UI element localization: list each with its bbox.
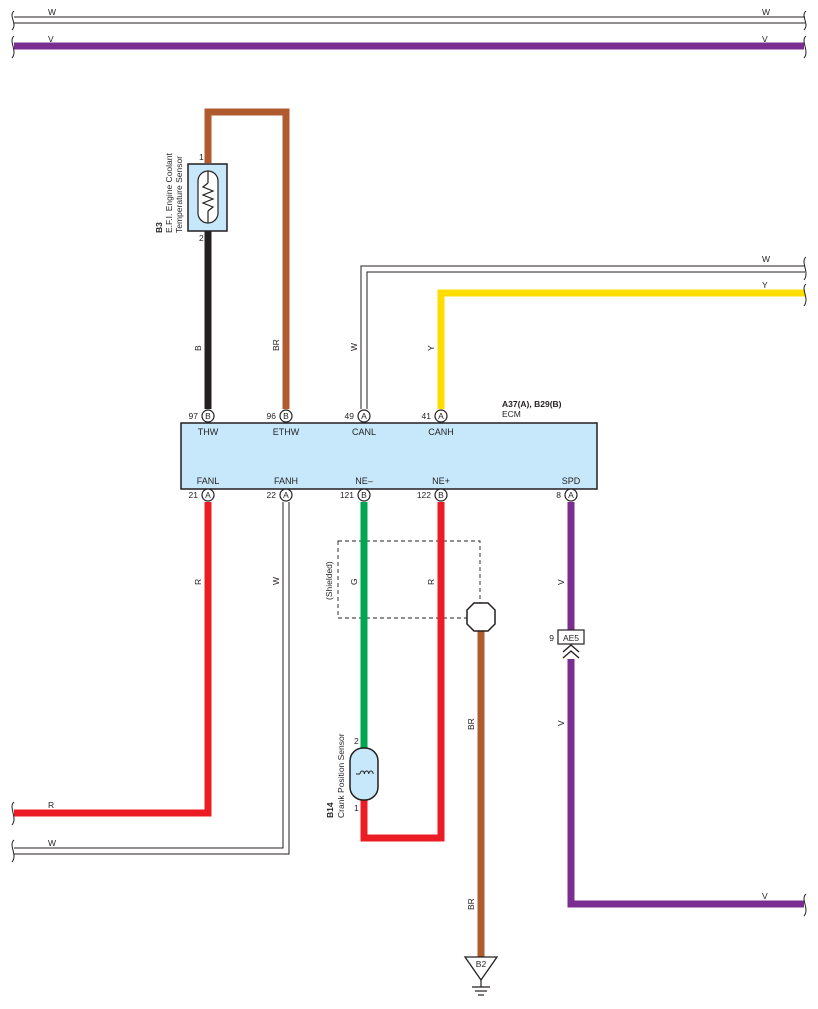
coil-symbol: [359, 770, 374, 775]
ground-b2-label: B2: [476, 959, 487, 969]
canl-wire-label: W: [349, 343, 359, 351]
top-w-left-label: W: [48, 7, 56, 17]
ne-plus-red-wire: [360, 502, 445, 842]
ecm-bottom-pin-fanh: A: [279, 488, 293, 502]
thw-wire-label: B: [193, 345, 203, 351]
ecm-bottom-pin-fanh-num: 22: [267, 490, 277, 500]
junction-ae5-pin: 9: [549, 633, 554, 643]
ecm-top-pin-canh: A: [434, 409, 448, 423]
ecm-signal-ne-plus: NE+: [432, 476, 450, 486]
canl-white-wire: [360, 256, 807, 409]
ecm-bottom-pin-spd-num: 8: [556, 490, 561, 500]
fanh-wire-label: W: [271, 577, 281, 585]
ecm-signal-fanl: FANL: [197, 476, 220, 486]
canh-wire-label: Y: [426, 345, 436, 351]
ecm-bottom-pin-spd: A: [564, 488, 578, 502]
fanl-wire-label: R: [193, 579, 203, 585]
junction-ae5-name: AE5: [563, 633, 579, 643]
junction-ae5: [557, 629, 585, 659]
ecm-top-pin-thw-num: 97: [189, 411, 199, 421]
crank-sensor-name: Crank Position Sensor: [336, 733, 346, 818]
coolant-sensor-name-1: E.F.I. Engine Coolant: [164, 153, 174, 233]
break-mark-right: [803, 10, 807, 31]
ecm-bottom-pin-ne-plus-num: 122: [417, 490, 431, 500]
fanh-white-wire: [11, 502, 290, 863]
ecm-top-pin-canl: A: [357, 409, 371, 423]
coolant-temp-sensor: [187, 163, 228, 232]
crank-sensor-code: B14: [325, 802, 335, 818]
coolant-pin-bottom: 2: [199, 233, 204, 243]
svg-text:B: B: [438, 490, 444, 500]
bottom-v-label: V: [762, 891, 768, 901]
crank-pin-bottom: 1: [354, 803, 359, 813]
coolant-sensor-name-2: Temperature Sensor: [174, 156, 184, 233]
ecm-top-pin-ethw: B: [279, 409, 293, 423]
ecm-top-pin-ethw-num: 96: [267, 411, 277, 421]
ne-plus-wire-label: R: [426, 579, 436, 585]
spd-violet-wire-lower: [567, 659, 804, 908]
shield-upper-wire-label: BR: [466, 718, 476, 730]
right-y-label: Y: [762, 280, 768, 290]
ethw-brown-wire: [204, 108, 290, 409]
coolant-sensor-code: B3: [154, 222, 164, 233]
shield-lower-wire-label: BR: [466, 898, 476, 910]
ecm-signal-canl: CANL: [352, 427, 376, 437]
coolant-pin-top: 1: [199, 152, 204, 162]
svg-text:B: B: [283, 411, 289, 421]
ecm-bottom-pin-fanl-num: 21: [189, 490, 199, 500]
shield-drain-octagon: [466, 602, 496, 632]
svg-text:B: B: [205, 411, 211, 421]
top-w-right-label: W: [762, 7, 770, 17]
ecm-bottom-pin-fanl: A: [201, 488, 215, 502]
shielded-label: (Shielded): [324, 561, 334, 600]
top-violet-wire: [11, 35, 807, 59]
spd-lower-wire-label: V: [556, 720, 566, 726]
ecm-signal-canh: CANH: [428, 427, 454, 437]
left-w-label: W: [48, 838, 56, 848]
ne-minus-wire-label: G: [349, 578, 359, 585]
ecm-bottom-pin-ne-minus-num: 121: [340, 490, 354, 500]
ecm-bottom-pin-ne-minus: B: [357, 488, 371, 502]
svg-text:A: A: [283, 490, 289, 500]
ecm-bottom-pin-ne-plus: B: [434, 488, 448, 502]
ecm-signal-fanh: FANH: [274, 476, 298, 486]
svg-text:A: A: [438, 411, 444, 421]
svg-text:A: A: [568, 490, 574, 500]
break-mark-left: [11, 10, 15, 31]
left-r-label: R: [48, 800, 54, 810]
ecm-signal-ne-minus: NE–: [355, 476, 373, 486]
ecm-signal-spd: SPD: [562, 476, 581, 486]
ecm-name: ECM: [502, 409, 521, 419]
ethw-wire-label: BR: [271, 339, 281, 351]
ecm-top-pin-thw: B: [201, 409, 215, 423]
fanl-red-wire: [14, 502, 212, 817]
shield-box: [337, 540, 481, 619]
ecm-signal-thw: THW: [198, 427, 219, 437]
right-w-label: W: [762, 254, 770, 264]
ground-b2: [463, 956, 499, 996]
resistor-symbol: [201, 182, 215, 212]
ecm-connector-label: A37(A), B29(B): [502, 399, 562, 409]
top-v-right-label: V: [762, 34, 768, 44]
canh-yellow-wire: [437, 289, 805, 409]
ecm-top-pin-canh-num: 41: [422, 411, 432, 421]
crank-position-sensor: [349, 747, 379, 801]
svg-text:B: B: [361, 490, 367, 500]
top-v-left-label: V: [48, 34, 54, 44]
ecm-signal-ethw: ETHW: [273, 427, 300, 437]
svg-text:A: A: [361, 411, 367, 421]
svg-text:A: A: [205, 490, 211, 500]
crank-pin-top: 2: [354, 736, 359, 746]
ecm-box: [180, 422, 598, 490]
spd-upper-wire-label: V: [556, 579, 566, 585]
ecm-top-pin-canl-num: 49: [345, 411, 355, 421]
top-white-wire: [11, 10, 807, 31]
